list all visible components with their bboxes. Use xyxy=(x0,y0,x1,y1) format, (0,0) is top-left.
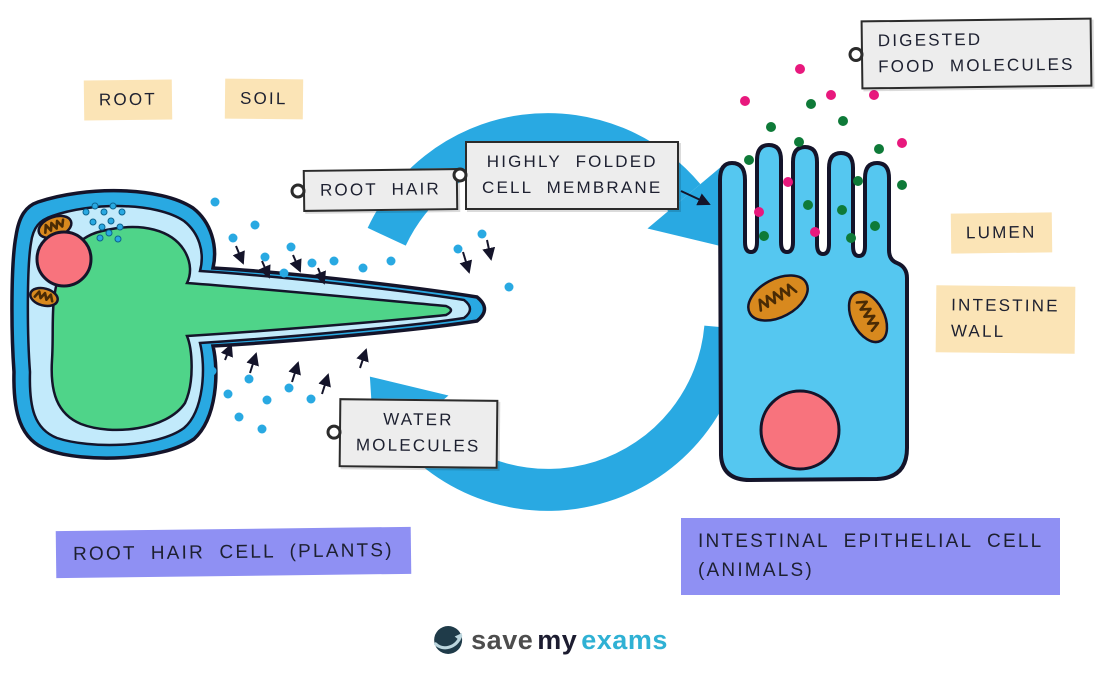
root-cell-vesicle-beads xyxy=(82,202,126,243)
water-molecule-dot xyxy=(477,229,487,239)
absorption-arrow xyxy=(232,245,245,265)
label-line: INTESTINE xyxy=(951,295,1060,316)
absorption-arrow xyxy=(318,373,331,395)
water-molecule-dot xyxy=(223,389,233,399)
lumen-label: LUMEN xyxy=(950,212,1052,254)
membrane-leader-arrow xyxy=(680,190,711,206)
tag-line: FOOD MOLECULES xyxy=(878,55,1075,77)
logo-word-my: my xyxy=(537,624,578,655)
food-molecule-dot-green xyxy=(837,205,847,215)
water-molecule-dot xyxy=(228,233,238,243)
water-molecules-tag: WATER MOLECULES xyxy=(338,398,499,469)
root-hair-cell-drawing xyxy=(10,188,487,460)
cycle-arrowhead-right xyxy=(647,166,727,248)
food-molecule-dot-pink xyxy=(869,90,879,100)
food-molecule-dot-green xyxy=(870,221,880,231)
water-molecule-dot xyxy=(286,242,296,252)
soil-label: SOIL xyxy=(224,78,303,120)
water-molecule-dot xyxy=(262,395,272,405)
root-hair-tag: ROOT HAIR xyxy=(302,168,459,213)
water-molecule-dot xyxy=(234,412,244,422)
water-molecule-dot xyxy=(244,374,254,384)
water-molecule-dot xyxy=(284,383,294,393)
mitochondrion-icon xyxy=(29,286,59,308)
absorption-arrow xyxy=(459,251,473,274)
water-molecule-dot xyxy=(358,263,368,273)
water-molecule-dot xyxy=(453,244,463,254)
intestinal-epithelial-cell-caption: INTESTINAL EPITHELIAL CELL (ANIMALS) xyxy=(681,518,1061,595)
water-molecule-dot xyxy=(504,282,514,292)
food-molecule-dot-green xyxy=(874,144,884,154)
water-molecule-dot xyxy=(307,258,317,268)
food-molecule-dot-pink xyxy=(795,64,805,74)
logo-word-exams: exams xyxy=(581,624,668,655)
food-molecule-dot-green xyxy=(759,231,769,241)
food-molecule-dot-green xyxy=(806,99,816,109)
absorption-arrow xyxy=(289,254,302,273)
tag-line: CELL MEMBRANE xyxy=(482,178,663,198)
food-molecule-dot-green xyxy=(794,137,804,147)
root-hair-cell-caption: ROOT HAIR CELL (PLANTS) xyxy=(55,526,412,579)
label-line: WALL xyxy=(950,321,1006,342)
food-molecule-dot-green xyxy=(846,233,856,243)
digested-food-molecules-group xyxy=(740,64,907,243)
absorption-arrow xyxy=(246,352,259,374)
water-molecule-dot xyxy=(279,268,289,278)
absorption-arrow xyxy=(356,348,369,369)
mitochondrion-icon xyxy=(747,274,809,322)
savemyexams-logo: save my exams xyxy=(432,624,668,656)
water-molecule-dot xyxy=(386,256,396,266)
caption-line: INTESTINAL EPITHELIAL CELL xyxy=(698,531,1044,552)
tag-line: MOLECULES xyxy=(355,435,481,456)
highly-folded-cell-membrane-tag: HIGHLY FOLDED CELL MEMBRANE xyxy=(465,141,680,210)
absorption-arrow xyxy=(220,343,233,361)
water-molecule-dot xyxy=(210,197,220,207)
food-molecule-dot-pink xyxy=(897,138,907,148)
water-molecule-dot xyxy=(257,424,267,434)
food-molecule-dot-pink xyxy=(826,90,836,100)
water-molecule-dot xyxy=(329,256,339,266)
absorption-arrows-group xyxy=(220,239,496,395)
water-molecules-group xyxy=(207,197,514,434)
food-molecule-dot-green xyxy=(803,200,813,210)
food-molecule-dot-pink xyxy=(740,96,750,106)
absorption-arrow xyxy=(288,361,301,383)
tag-line: HIGHLY FOLDED xyxy=(486,152,658,171)
absorption-arrow xyxy=(313,267,326,285)
food-molecule-dot-green xyxy=(897,180,907,190)
tag-line: DIGESTED xyxy=(877,29,983,51)
water-molecule-dot xyxy=(250,220,260,230)
root-cell-vacuole xyxy=(50,225,453,432)
savemyexams-logo-icon xyxy=(434,626,463,654)
logo-word-save: save xyxy=(471,624,534,655)
food-molecule-dot-green xyxy=(853,176,863,186)
food-molecule-dot-green xyxy=(838,116,848,126)
intestine-wall-label: INTESTINE WALL xyxy=(935,285,1075,354)
root-cell-nucleus xyxy=(35,230,93,288)
food-molecule-dot-pink xyxy=(810,227,820,237)
food-molecule-dot-green xyxy=(766,122,776,132)
epithelial-cell-body-with-microvilli xyxy=(718,143,909,482)
food-molecule-dot-green xyxy=(744,155,754,165)
water-molecule-dot xyxy=(207,366,217,376)
digested-food-molecules-tag: DIGESTED FOOD MOLECULES xyxy=(860,17,1092,90)
water-molecule-dot xyxy=(306,394,316,404)
water-molecule-dot xyxy=(260,252,270,262)
food-molecule-dot-pink xyxy=(783,177,793,187)
epithelial-cell-drawing xyxy=(718,143,909,482)
epithelial-cell-nucleus xyxy=(759,389,841,471)
mitochondrion-icon xyxy=(847,290,889,344)
tag-line: WATER xyxy=(383,409,454,430)
food-molecule-dot-pink xyxy=(754,207,764,217)
absorption-arrow xyxy=(482,239,496,261)
absorption-arrow xyxy=(258,260,271,279)
root-label: ROOT xyxy=(83,79,173,121)
caption-line: (ANIMALS) xyxy=(698,560,814,582)
